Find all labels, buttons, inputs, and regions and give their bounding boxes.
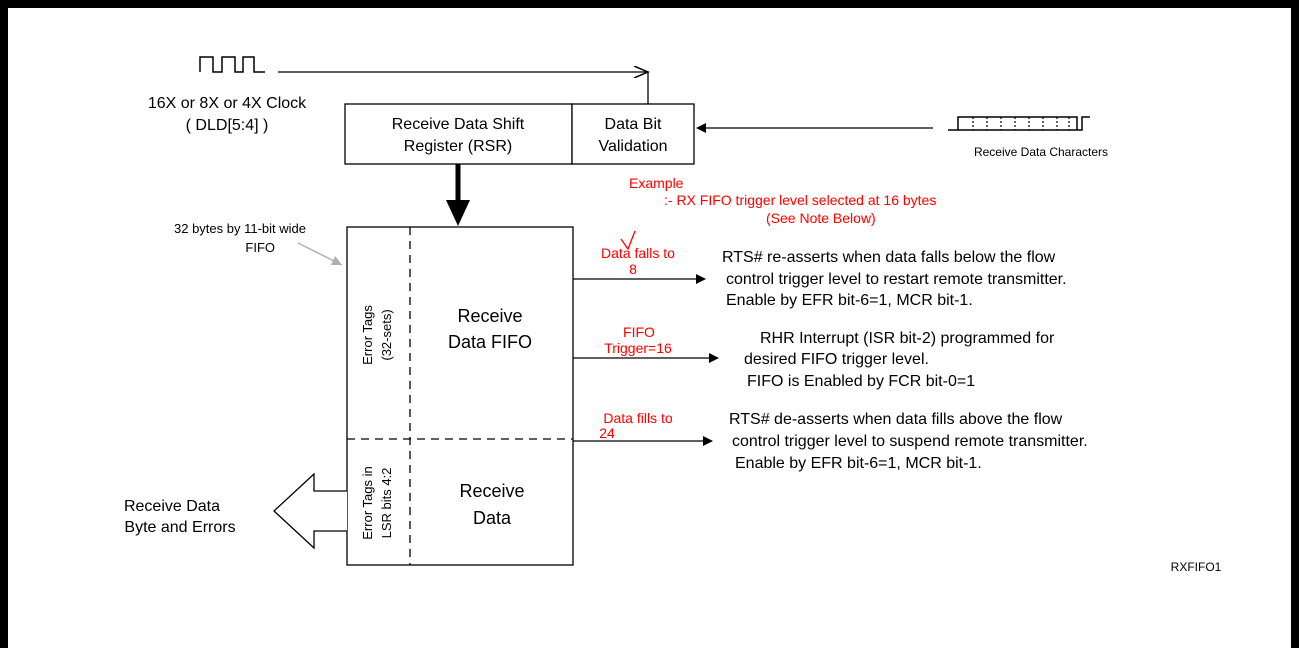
fills-desc-line3: Enable by EFR bit-6=1, MCR bit-1. bbox=[735, 455, 982, 472]
trigger-desc-line2: desired FIFO trigger level. bbox=[744, 351, 929, 368]
example-line2: :- RX FIFO trigger level selected at 16 … bbox=[664, 192, 936, 208]
receive-data-label-line2: Data bbox=[473, 508, 512, 528]
output-label-line1: Receive Data bbox=[124, 498, 220, 515]
example-label: Example bbox=[629, 175, 684, 191]
trigger-desc-line3: FIFO is Enabled by FCR bit-0=1 bbox=[747, 373, 975, 390]
example-line3: (See Note Below) bbox=[766, 210, 876, 226]
fills-desc-line2: control trigger level to suspend remote … bbox=[732, 433, 1088, 450]
figure-id-label: RXFIFO1 bbox=[1171, 560, 1222, 574]
output-hollow-arrow bbox=[273, 472, 347, 550]
validation-box bbox=[571, 103, 695, 165]
validation-label-line2: Validation bbox=[598, 138, 667, 155]
fills-to-value: 24 bbox=[599, 425, 615, 441]
trigger-label: FIFO bbox=[623, 324, 655, 340]
receive-data-label-line1: Receive bbox=[459, 481, 524, 501]
falls-to-value: 8 bbox=[629, 261, 637, 277]
receive-fifo-label-line1: Receive bbox=[457, 306, 522, 326]
falls-desc-line2: control trigger level to restart remote … bbox=[726, 271, 1067, 288]
fills-desc-line1: RTS# de-asserts when data fills above th… bbox=[729, 411, 1063, 428]
data-bit-ticks bbox=[972, 117, 1070, 130]
falls-check-mark-icon bbox=[620, 230, 636, 251]
lsr-tags-label: Error Tags in bbox=[360, 466, 375, 539]
rsr-box bbox=[344, 103, 573, 165]
output-label-line2: Byte and Errors bbox=[124, 519, 235, 536]
lsr-bits-label: LSR bits 4:2 bbox=[379, 468, 394, 539]
trigger-value: Trigger=16 bbox=[604, 340, 672, 356]
fifo-size-label-line1: 32 bytes by 11-bit wide bbox=[174, 221, 306, 236]
rsr-to-fifo-arrowhead bbox=[446, 200, 470, 226]
clock-waveform-icon bbox=[199, 56, 265, 73]
rsr-label-line2: Register (RSR) bbox=[404, 138, 512, 155]
receive-characters-label: Receive Data Characters bbox=[974, 145, 1108, 159]
fills-to-label: Data fills to bbox=[603, 410, 672, 426]
fifo-size-pointer bbox=[297, 242, 343, 266]
error-tags-label: Error Tags bbox=[360, 305, 375, 365]
clock-sublabel: ( DLD[5:4] ) bbox=[186, 117, 269, 134]
error-tags-sets-label: (32-sets) bbox=[379, 309, 394, 360]
trigger-desc-line1: RHR Interrupt (ISR bit-2) programmed for bbox=[760, 330, 1055, 347]
falls-desc-line3: Enable by EFR bit-6=1, MCR bit-1. bbox=[726, 292, 973, 309]
fifo-size-label-line2: FIFO bbox=[245, 240, 275, 255]
falls-to-label: Data falls to bbox=[601, 245, 675, 261]
rsr-label-line1: Receive Data Shift bbox=[392, 116, 525, 133]
fifo-box bbox=[346, 226, 574, 566]
clock-label: 16X or 8X or 4X Clock bbox=[148, 95, 307, 112]
falls-desc-line1: RTS# re-asserts when data falls below th… bbox=[722, 249, 1056, 266]
validation-label-line1: Data Bit bbox=[605, 116, 662, 133]
receive-fifo-label-line2: Data FIFO bbox=[448, 332, 532, 352]
